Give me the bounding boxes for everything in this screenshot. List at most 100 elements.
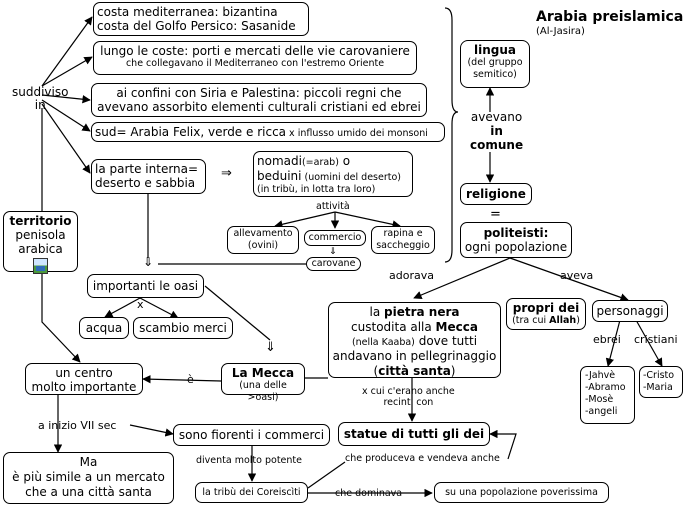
xcui-label: x cui c'erano anche recinti con xyxy=(362,386,455,408)
carovane-text: carovane xyxy=(311,258,356,269)
propri-node[interactable]: propri dei (tra cui Allah) xyxy=(506,298,586,330)
beduini-desc: (uomini del deserto) xyxy=(301,172,401,183)
pietra-node[interactable]: la pietra nera custodita alla Mecca (nel… xyxy=(328,302,501,378)
jahve-l2: -Abramo xyxy=(585,382,626,393)
ebrei-label: ebrei xyxy=(593,333,621,346)
politeisti-title: politeisti: xyxy=(483,226,549,240)
diventa-label: diventa molto potente xyxy=(196,455,302,466)
aveva-label: aveva xyxy=(560,269,594,282)
centro-line2: molto importante xyxy=(31,380,137,394)
confini-node[interactable]: ai confini con Siria e Palestina: piccol… xyxy=(91,83,427,117)
nomadi-node[interactable]: nomadi(=arab) o beduini (uomini del dese… xyxy=(253,151,413,197)
pietra-l5c: ) xyxy=(450,363,456,378)
comune-text: comune xyxy=(470,138,524,152)
pietra-l3b: dove tutti xyxy=(414,334,478,348)
sud-node[interactable]: sud= Arabia Felix, verde e ricca x influ… xyxy=(91,122,445,142)
religione-node[interactable]: religione xyxy=(460,183,532,205)
xcui-line1: x cui c'erano anche xyxy=(362,386,455,397)
interna-down-arrow: ⇓ xyxy=(143,255,154,269)
x-label: x xyxy=(137,298,144,311)
costa-line2: costa del Golfo Persico: Sasanide xyxy=(97,19,296,33)
produceva-label: che produceva e vendeva anche xyxy=(345,453,500,464)
interna-line1: la parte interna= xyxy=(95,162,199,176)
acqua-node[interactable]: acqua xyxy=(79,317,129,339)
dominava-label: che dominava xyxy=(335,488,403,499)
attivita-label: attività xyxy=(316,201,350,212)
xcui-line2: recinti con xyxy=(383,397,434,408)
lingua-title: lingua xyxy=(474,43,516,57)
popolazione-node[interactable]: su una popolazione poverissima xyxy=(434,482,609,503)
territorio-line2: arabica xyxy=(18,242,63,256)
tribu-node[interactable]: la tribù dei Coreiscìti xyxy=(195,482,308,503)
fiorenti-node[interactable]: sono fiorenti i commerci xyxy=(173,424,330,446)
adorava-label: adorava xyxy=(389,269,434,282)
jahve-l4: -angeli xyxy=(585,406,618,417)
suddiviso-in-text: in xyxy=(34,98,46,112)
oasi-node[interactable]: importanti le oasi xyxy=(87,274,204,298)
lungo-line2: che collegavano il Mediterraneo con l'es… xyxy=(125,58,385,69)
acqua-text: acqua xyxy=(85,321,123,335)
ma-line3: che a una città santa xyxy=(25,485,152,499)
lingua-node[interactable]: lingua (del gruppo semitico) xyxy=(460,40,530,88)
e-label: è xyxy=(187,373,194,386)
sud-small: x influsso umido dei monsoni xyxy=(286,128,428,139)
rapina-line1: rapina e xyxy=(383,228,423,239)
propri-title: propri dei xyxy=(512,301,580,315)
pietra-nera: pietra nera xyxy=(384,305,460,319)
avevano-text: avevano xyxy=(470,110,523,124)
pietra-l2a: custodita alla xyxy=(351,319,436,334)
personaggi-text: personaggi xyxy=(596,304,664,318)
beduini-word: beduini xyxy=(257,169,302,183)
statue-node[interactable]: statue di tutti gli dei xyxy=(338,422,490,446)
mecca-sub: (una delle >oasi) xyxy=(239,380,287,403)
rapina-node[interactable]: rapina e saccheggio xyxy=(371,226,435,254)
interna-line2: deserto e sabbia xyxy=(95,176,196,190)
commercio-node[interactable]: commercio xyxy=(304,230,366,246)
carovane-node[interactable]: carovane xyxy=(306,257,361,271)
implies-arrow: ⇒ xyxy=(221,166,232,181)
propri-allah: Allah xyxy=(549,315,577,326)
pietra-citta-santa: città santa xyxy=(378,363,451,378)
cristo-node[interactable]: -Cristo -Maria xyxy=(639,366,683,398)
confini-line2: avevano assorbito elementi culturali cri… xyxy=(97,100,421,114)
nomadi-tribu: (in tribù, in lotta tra loro) xyxy=(257,184,376,195)
costa-node[interactable]: costa mediterranea: bizantina costa del … xyxy=(93,2,309,36)
lingua-line2: semitico) xyxy=(473,69,517,80)
avevano-label: avevano in comune xyxy=(470,110,523,152)
centro-node[interactable]: un centro molto importante xyxy=(25,363,143,395)
map-title: Arabia preislamica xyxy=(536,9,684,25)
pietra-mecca: Mecca xyxy=(435,319,478,334)
cristiani-label: cristiani xyxy=(634,333,678,346)
mecca-title: La Mecca xyxy=(231,366,295,380)
lungo-node[interactable]: lungo le coste: porti e mercati delle vi… xyxy=(93,41,417,75)
suddiviso-label: suddiviso in xyxy=(12,86,68,112)
pietra-kaaba: (nella Kaaba) xyxy=(351,337,415,348)
politeisti-node[interactable]: politeisti: ogni popolazione xyxy=(460,222,572,258)
landscape-image-icon[interactable] xyxy=(33,258,48,274)
sud-main: sud= Arabia Felix, verde e ricca xyxy=(95,125,287,139)
rapina-line2: saccheggio xyxy=(376,240,430,251)
scambio-node[interactable]: scambio merci xyxy=(133,317,233,339)
jahve-l1: -Jahvè xyxy=(585,370,616,381)
nomadi-arab: (=arab) xyxy=(301,157,339,168)
interna-node[interactable]: la parte interna= deserto e sabbia xyxy=(91,159,206,194)
commercio-text: commercio xyxy=(308,232,362,243)
religione-text: religione xyxy=(466,187,526,201)
ma-node[interactable]: Ma è più simile a un mercato che a una c… xyxy=(3,452,174,504)
suddiviso-text: suddiviso xyxy=(12,85,69,99)
territorio-heading: territorio xyxy=(9,214,72,228)
pietra-l5a: ( xyxy=(373,363,379,378)
equals-label: = xyxy=(490,207,501,222)
in-text: in xyxy=(490,124,503,138)
mecca-node[interactable]: La Mecca (una delle >oasi) xyxy=(221,363,305,403)
tribu-text: la tribù dei Coreiscìti xyxy=(202,487,301,498)
centro-line1: un centro xyxy=(55,366,113,380)
politeisti-text: ogni popolazione xyxy=(464,240,568,254)
allevamento-line2: (ovini) xyxy=(247,240,279,251)
jahve-node[interactable]: -Jahvè -Abramo -Mosè -angeli xyxy=(580,366,635,424)
allevamento-node[interactable]: allevamento (ovini) xyxy=(227,226,299,254)
ma-line1: Ma xyxy=(79,455,98,469)
personaggi-node[interactable]: personaggi xyxy=(592,300,668,322)
